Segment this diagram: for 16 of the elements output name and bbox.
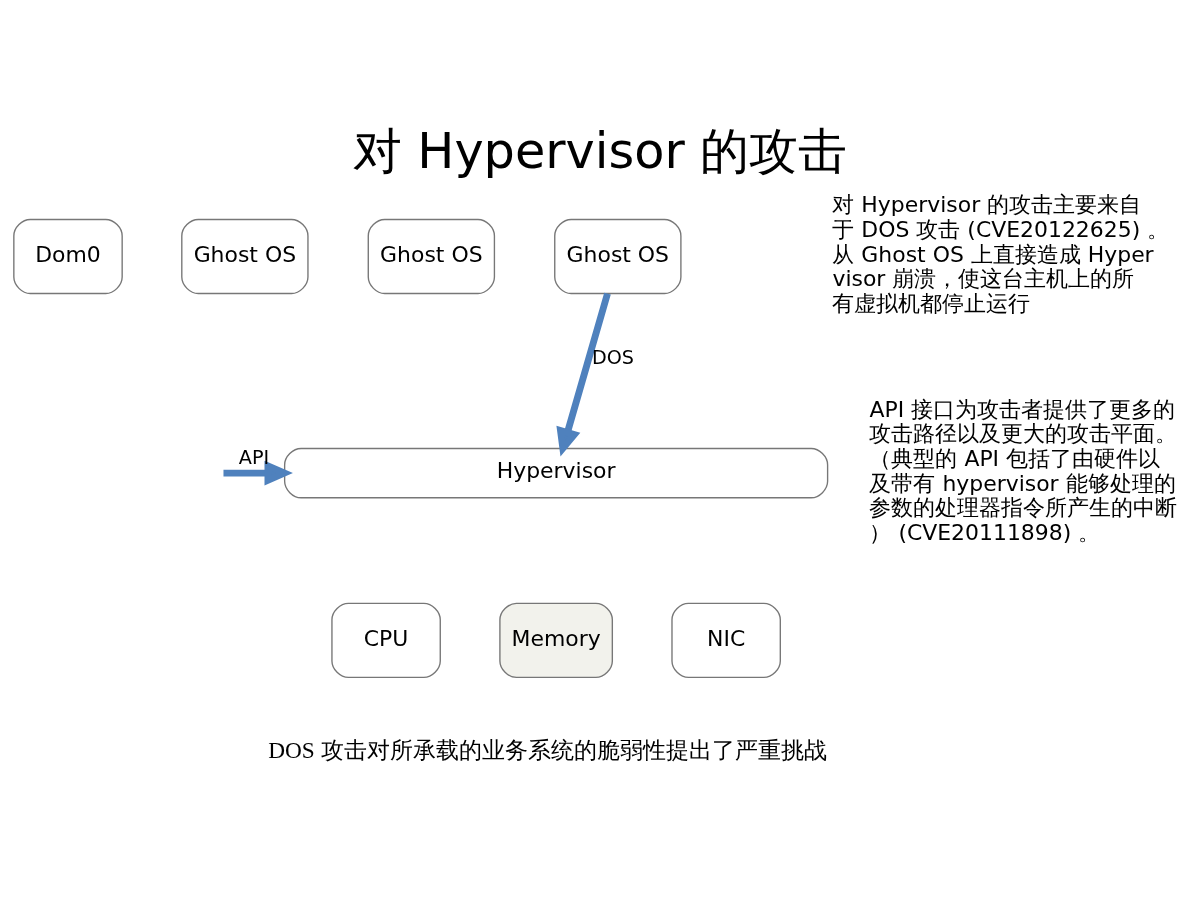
node-box: Memory [499, 602, 614, 678]
label: 对 Hypervisor 的攻击主要来自于 DOS 攻击 (CVE20122625) 。从 Ghost OS 上直接造成 Hypervisor 崩溃，使这台主机上的所有虚拟机都停止运行 [832, 191, 1170, 316]
node-box: CPU [331, 602, 441, 678]
edge-label: API [238, 445, 270, 469]
node-box: Dom0 [13, 218, 123, 294]
arrow [556, 292, 611, 457]
node-box: Ghost OS [367, 218, 496, 294]
node-box: NIC [671, 602, 781, 678]
node-box: Hypervisor [283, 447, 829, 498]
node-box: Ghost OS [181, 218, 309, 294]
label: DOS 攻击对所承载的业务系统的脆弱性提出了严重挑战 [268, 736, 827, 763]
node-box: Ghost OS [554, 218, 682, 294]
label: API 接口为攻击者提供了更多的攻击路径以及更大的攻击平面。（典型的 API 包括了由硬件以及带有 hypervisor 能够处理的参数的处理器指令所产生的中断） (CVE20111898) 。 [869, 396, 1178, 545]
diagram-title: 对 Hypervisor 的攻击 [352, 121, 848, 180]
edge-label: DOS [591, 345, 635, 369]
arrow [223, 460, 293, 486]
